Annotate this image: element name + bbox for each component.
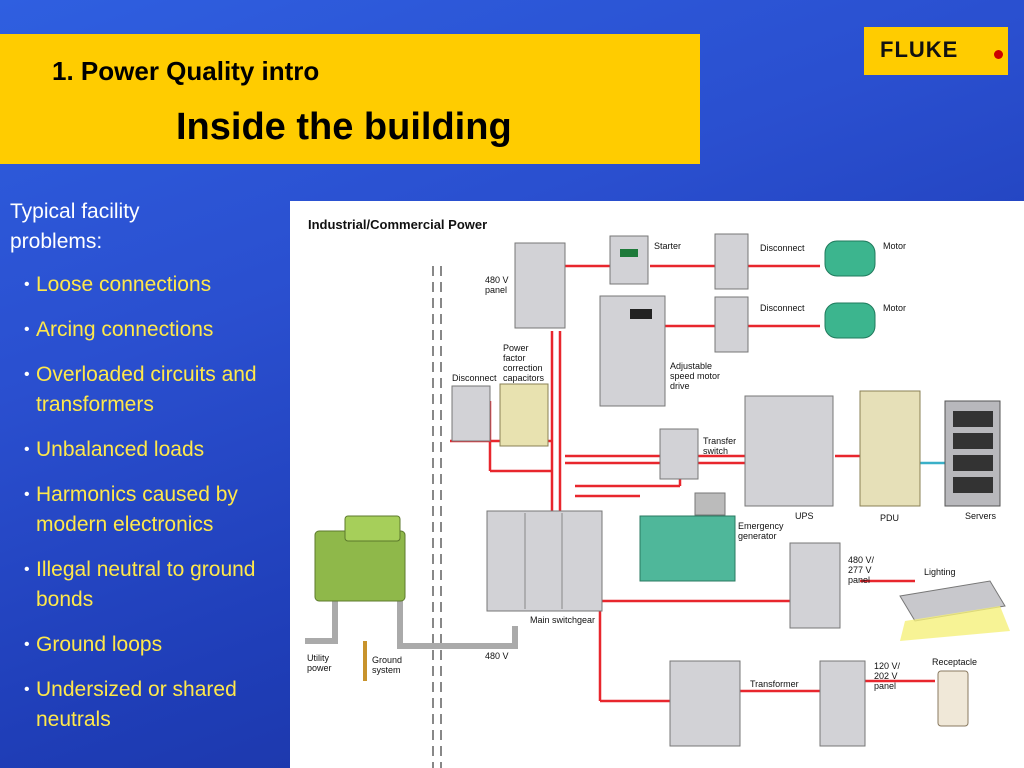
panel-480-277v bbox=[789, 542, 841, 629]
motor-2 bbox=[824, 302, 876, 339]
drive-display bbox=[630, 309, 652, 319]
label-pfc-1: Power bbox=[503, 343, 529, 353]
list-item: Overloaded circuits and transformers bbox=[24, 360, 298, 420]
list-item: Illegal neutral to ground bonds bbox=[24, 555, 298, 615]
label-asd-3: drive bbox=[670, 381, 690, 391]
label-480v-panel-2: panel bbox=[485, 285, 507, 295]
label-120v-panel-2: 202 V bbox=[874, 671, 898, 681]
logo-text: FLUKE bbox=[880, 37, 959, 62]
disconnect-3 bbox=[451, 385, 491, 442]
label-starter: Starter bbox=[654, 241, 681, 251]
label-generator-1: Emergency bbox=[738, 521, 784, 531]
utility-conduit bbox=[305, 601, 518, 649]
list-item: Ground loops bbox=[24, 630, 298, 660]
panel-480v bbox=[514, 242, 566, 329]
label-asd-1: Adjustable bbox=[670, 361, 712, 371]
pdu bbox=[859, 390, 921, 507]
disconnect-1 bbox=[714, 233, 749, 290]
light-glow bbox=[900, 606, 1010, 641]
label-asd-2: speed motor bbox=[670, 371, 720, 381]
label-disconnect-1: Disconnect bbox=[760, 243, 805, 253]
emergency-generator bbox=[639, 515, 736, 582]
label-motor-2: Motor bbox=[883, 303, 906, 313]
problem-list: Loose connections Arcing connections Ove… bbox=[24, 270, 298, 750]
server-unit bbox=[953, 455, 993, 471]
label-277v-panel-2: 277 V bbox=[848, 565, 872, 575]
label-120v-panel-1: 120 V/ bbox=[874, 661, 901, 671]
label-120v-panel-3: panel bbox=[874, 681, 896, 691]
label-disconnect-2: Disconnect bbox=[760, 303, 805, 313]
label-480v: 480 V bbox=[485, 651, 509, 661]
section-title: 1. Power Quality intro bbox=[52, 56, 320, 86]
label-ground-1: Ground bbox=[372, 655, 402, 665]
label-transfer-1: Transfer bbox=[703, 436, 736, 446]
main-switchgear bbox=[486, 510, 603, 612]
label-pfc-4: capacitors bbox=[503, 373, 545, 383]
generator-exhaust bbox=[694, 492, 726, 516]
power-diagram: Industrial/Commercial Power bbox=[290, 201, 1024, 768]
receptacle bbox=[937, 670, 969, 727]
diagram-svg: Industrial/Commercial Power bbox=[305, 217, 1010, 768]
registered-mark-icon bbox=[994, 50, 1003, 59]
fluke-logo: FLUKE bbox=[864, 27, 1008, 75]
problems-heading: Typical facility problems: bbox=[10, 200, 140, 253]
label-277v-panel-3: panel bbox=[848, 575, 870, 585]
ups bbox=[744, 395, 834, 507]
panel-120-202v bbox=[819, 660, 866, 747]
label-transformer: Transformer bbox=[750, 679, 799, 689]
disconnect-2 bbox=[714, 296, 749, 353]
list-item: Arcing connections bbox=[24, 315, 298, 345]
label-utility-1: Utility bbox=[307, 653, 329, 663]
label-480v-panel-1: 480 V bbox=[485, 275, 509, 285]
label-servers: Servers bbox=[965, 511, 997, 521]
label-pfc-3: correction bbox=[503, 363, 543, 373]
label-disconnect-3: Disconnect bbox=[452, 373, 497, 383]
server-unit bbox=[953, 477, 993, 493]
label-switchgear: Main switchgear bbox=[530, 615, 595, 625]
starter bbox=[609, 235, 649, 285]
slide-title: Inside the building bbox=[176, 106, 512, 148]
list-item: Unbalanced loads bbox=[24, 435, 298, 465]
label-lighting: Lighting bbox=[924, 567, 956, 577]
transfer-switch bbox=[659, 428, 699, 480]
label-ground-2: system bbox=[372, 665, 401, 675]
motor-1 bbox=[824, 240, 876, 277]
server-unit bbox=[953, 411, 993, 427]
diagram-title: Industrial/Commercial Power bbox=[308, 217, 487, 232]
label-pdu: PDU bbox=[880, 513, 899, 523]
title-banner: 1. Power Quality intro Inside the buildi… bbox=[0, 34, 700, 164]
lighting-fixture bbox=[899, 580, 1006, 622]
server-unit bbox=[953, 433, 993, 449]
transformer-top bbox=[344, 515, 401, 542]
list-item: Harmonics caused by modern electronics bbox=[24, 480, 298, 540]
label-utility-2: power bbox=[307, 663, 332, 673]
label-277v-panel-1: 480 V/ bbox=[848, 555, 875, 565]
pfc-capacitors bbox=[499, 383, 549, 447]
label-generator-2: generator bbox=[738, 531, 777, 541]
label-pfc-2: factor bbox=[503, 353, 526, 363]
label-motor-1: Motor bbox=[883, 241, 906, 251]
list-item: Undersized or shared neutrals bbox=[24, 675, 298, 735]
label-transfer-2: switch bbox=[703, 446, 728, 456]
list-item: Loose connections bbox=[24, 270, 298, 300]
starter-display bbox=[620, 249, 638, 257]
transformer bbox=[669, 660, 741, 747]
label-receptacle: Receptacle bbox=[932, 657, 977, 667]
label-ups: UPS bbox=[795, 511, 814, 521]
